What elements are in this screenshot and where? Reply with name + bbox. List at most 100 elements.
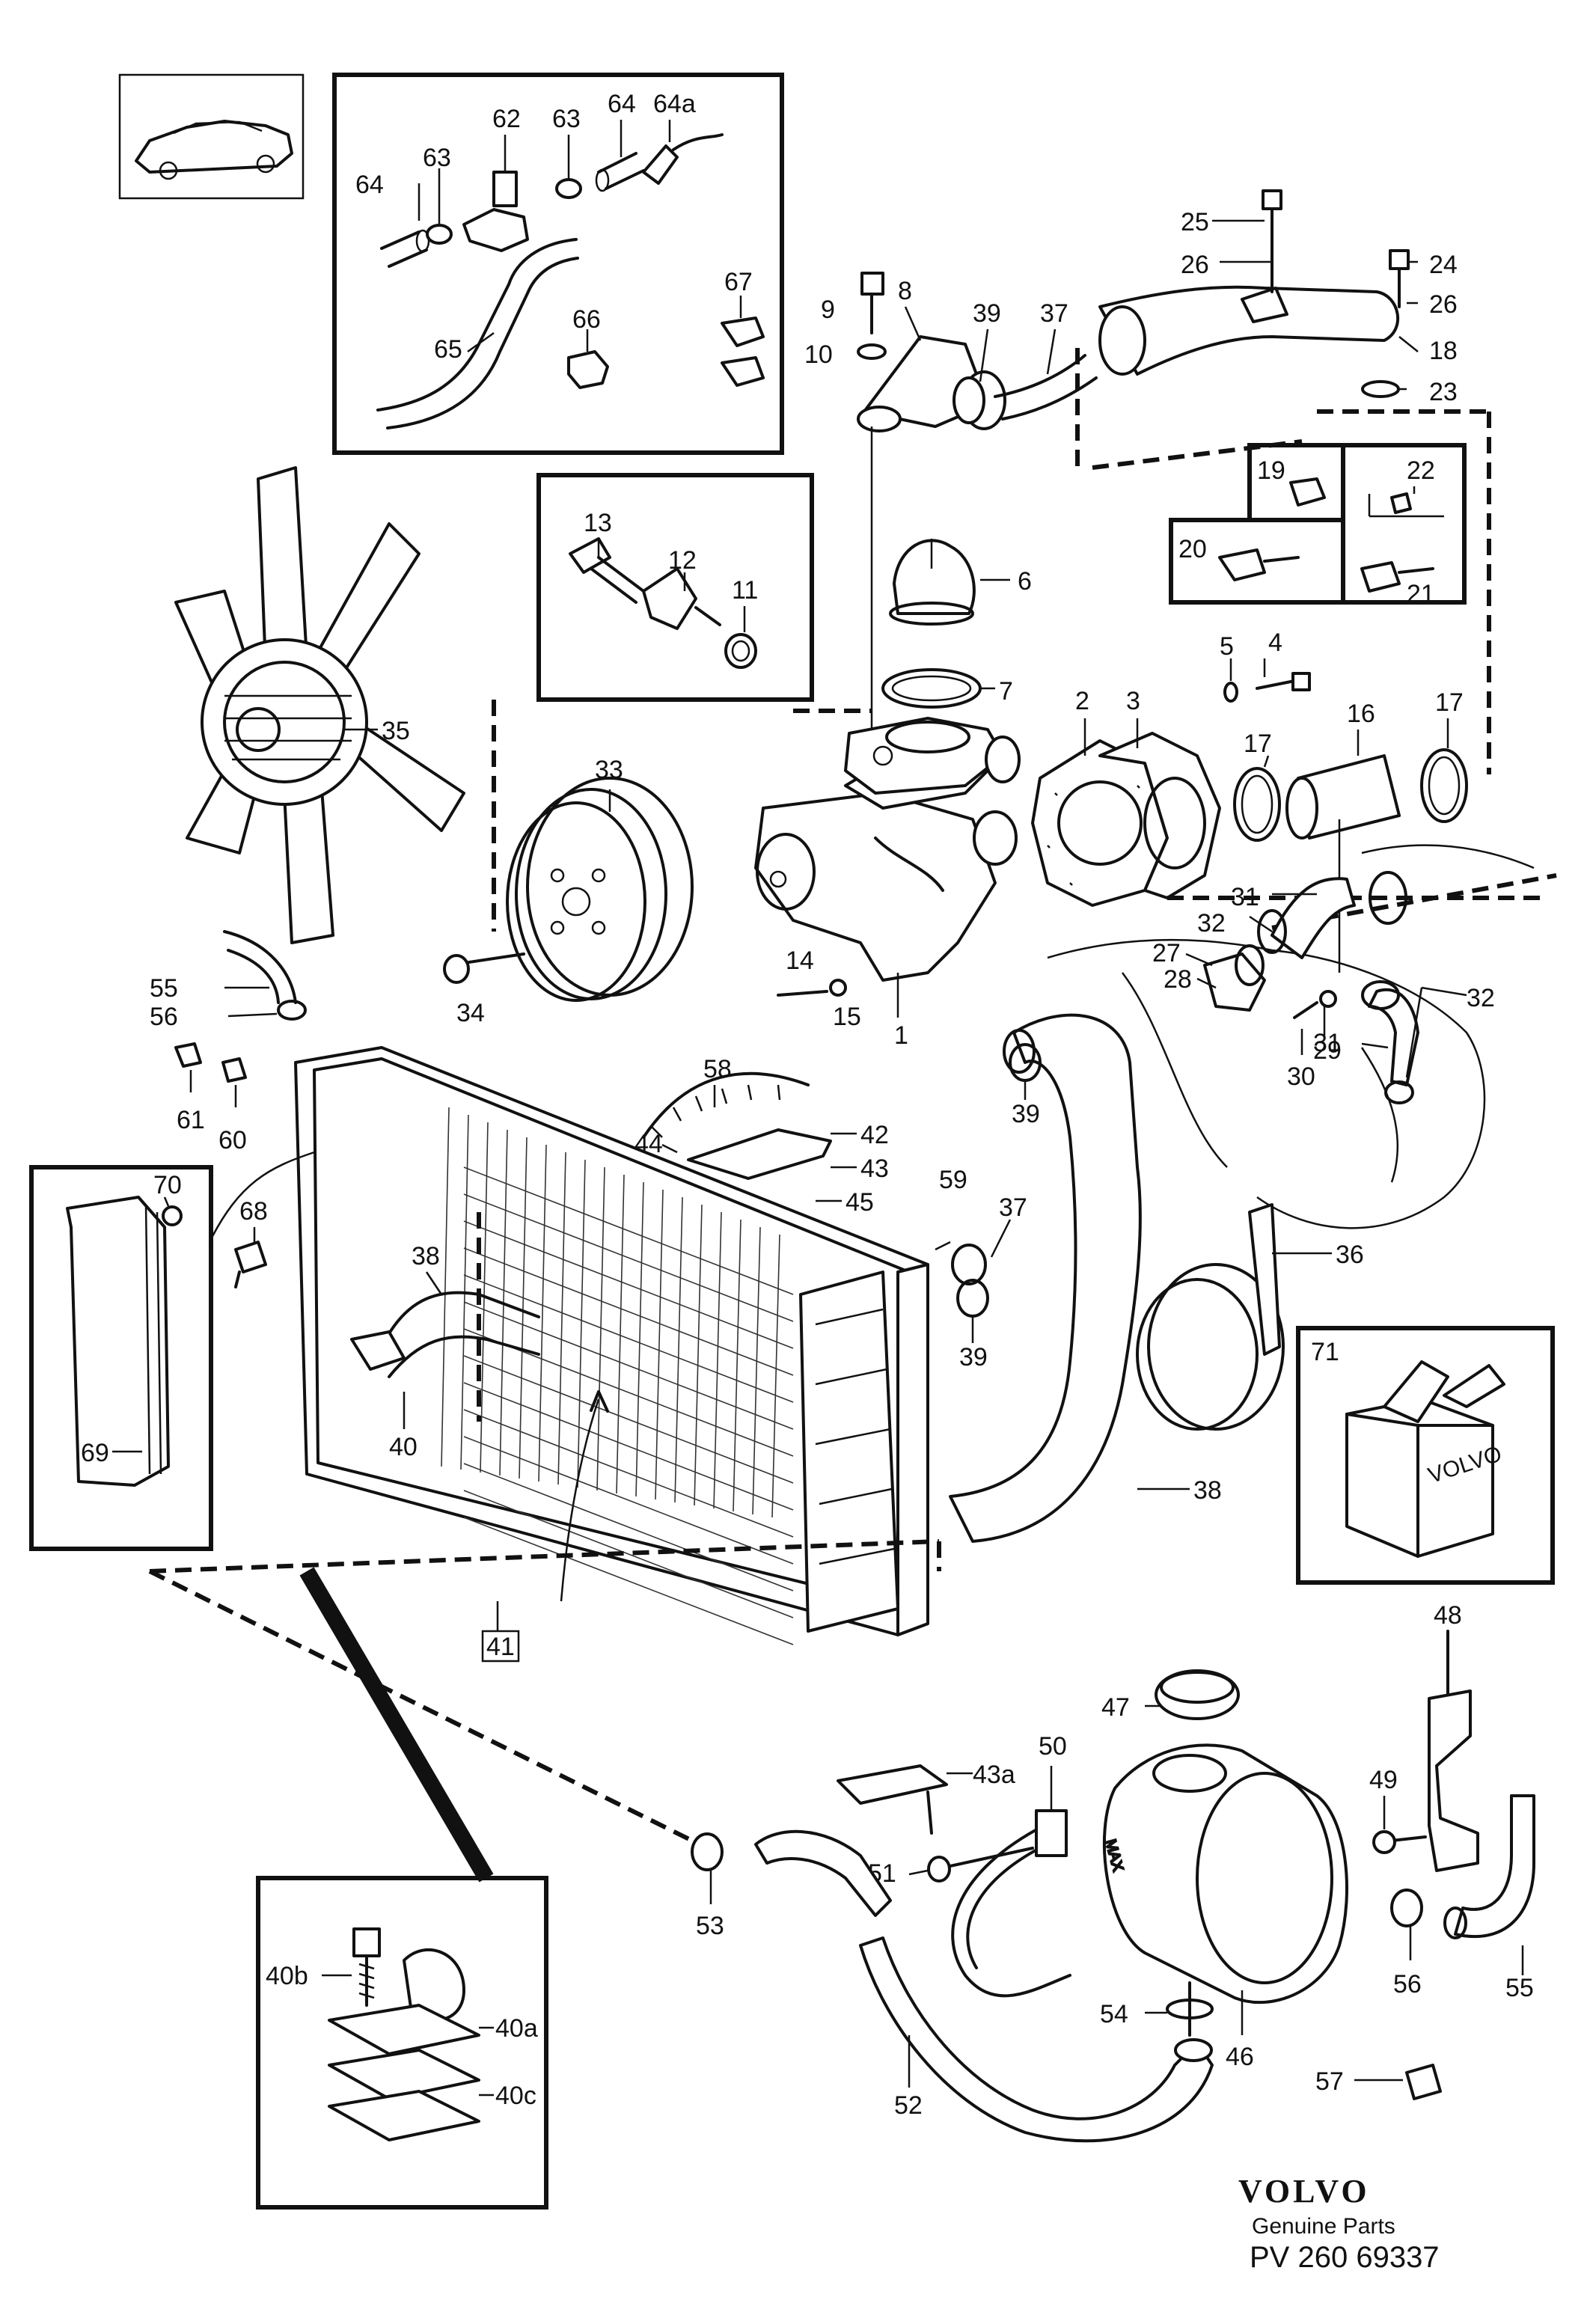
callout-63: 63 (423, 144, 451, 172)
callout-41: 41 (486, 1633, 515, 1661)
callout-1: 1 (894, 1021, 908, 1050)
lower-hose-37 (951, 1219, 1012, 1343)
footer-brand: VOLVO (1238, 2173, 1370, 2210)
callout-39: 39 (973, 299, 1001, 328)
callout-62: 62 (492, 105, 521, 133)
clip-57 (1354, 2064, 1442, 2100)
bolt-51 (908, 1847, 1034, 1883)
hose-clamp-39 (1009, 1043, 1042, 1100)
callout-20: 20 (1178, 535, 1207, 563)
callout-64: 64 (355, 171, 384, 199)
callout-41-box (481, 1630, 520, 1663)
callout-38: 38 (412, 1242, 440, 1270)
callout-2: 2 (1075, 687, 1089, 715)
clamp-53 (691, 1832, 724, 1904)
car-thumbnail (118, 73, 305, 200)
callout-55: 55 (150, 974, 178, 1003)
callout-63: 63 (552, 105, 581, 133)
clamp-56 (1390, 1889, 1423, 1960)
callout-32: 32 (1467, 984, 1495, 1012)
callout-21: 21 (1407, 580, 1435, 608)
callout-60: 60 (218, 1126, 247, 1155)
mount-pointer (299, 1567, 494, 1883)
callout-39: 39 (959, 1343, 988, 1372)
callout-35: 35 (382, 717, 410, 745)
callout-52: 52 (894, 2091, 923, 2120)
footer-reference: PV 260 69337 (1250, 2241, 1440, 2274)
callout-10: 10 (804, 340, 833, 369)
callout-26: 26 (1181, 251, 1209, 279)
callout-22: 22 (1407, 456, 1435, 485)
bypass-hose-31b (1361, 980, 1467, 1104)
callout-8: 8 (898, 277, 912, 305)
callout-38: 38 (1193, 1476, 1222, 1505)
callout-67: 67 (724, 268, 753, 296)
callout-54: 54 (1100, 2000, 1128, 2028)
inset-mount-40 (256, 1876, 548, 2210)
callout-12: 12 (668, 546, 697, 575)
callout-4: 4 (1268, 629, 1282, 657)
callout-6: 6 (1018, 567, 1032, 596)
callout-65: 65 (434, 335, 462, 364)
callout-26: 26 (1429, 290, 1458, 319)
callout-57: 57 (1315, 2067, 1344, 2096)
clamp-54 (1145, 1999, 1214, 2019)
crank-pulley (1136, 1203, 1332, 1431)
inset-heater-valve (332, 73, 784, 455)
callout-69: 69 (81, 1439, 109, 1467)
callout-40: 40 (389, 1433, 418, 1461)
callout-40b: 40b (266, 1962, 308, 1990)
radiator (294, 1046, 951, 1645)
radiator-arrow (560, 1398, 600, 1602)
callout-9: 9 (821, 296, 835, 324)
temp-sensor-61 (174, 1042, 247, 1107)
callout-56: 56 (1393, 1970, 1422, 1999)
callout-11: 11 (732, 576, 758, 605)
callout-25: 25 (1181, 208, 1209, 236)
callout-47: 47 (1101, 1693, 1130, 1722)
callout-31: 31 (1313, 1029, 1342, 1057)
pump-housing (1083, 718, 1221, 899)
coolant-box: VOLVO (1296, 1326, 1555, 1585)
overflow-hose-55 (223, 930, 307, 1021)
callout-61: 61 (177, 1106, 205, 1134)
callout-24: 24 (1429, 251, 1458, 279)
callout-66: 66 (572, 305, 601, 334)
callout-17: 17 (1244, 730, 1272, 758)
callout-19: 19 (1257, 456, 1285, 485)
callout-48: 48 (1434, 1601, 1462, 1630)
callout-49: 49 (1369, 1766, 1398, 1794)
drain-plug-68 (208, 1151, 315, 1288)
coolant-pipe-18 (1098, 189, 1419, 398)
callout-39: 39 (1012, 1100, 1040, 1128)
radiator-arrow-head (590, 1390, 609, 1413)
callout-36: 36 (1336, 1241, 1364, 1269)
hose-16 (1285, 730, 1401, 973)
seal-strip-inset (29, 1165, 213, 1551)
water-pump-pulley (443, 777, 694, 1002)
callout-30: 30 (1287, 1062, 1315, 1091)
callout-45: 45 (846, 1188, 874, 1217)
bolt-4 (1223, 658, 1311, 703)
callout-18: 18 (1429, 337, 1458, 365)
expansion-tank: MAX (1101, 1669, 1348, 2037)
callout-53: 53 (696, 1912, 724, 1940)
callout-32: 32 (1197, 909, 1226, 938)
callout-5: 5 (1220, 632, 1234, 661)
lower-bracket-43a (837, 1764, 973, 1835)
upper-dashlines (1075, 348, 1491, 774)
sensor-group (1169, 443, 1467, 605)
callout-56: 56 (150, 1003, 178, 1031)
inset-sensor (536, 473, 814, 702)
callout-28: 28 (1164, 965, 1192, 994)
radiator-hose-38 (350, 1271, 540, 1429)
callout-31: 31 (1231, 883, 1259, 911)
callout-13: 13 (584, 509, 612, 537)
lower-hose-38 (949, 1013, 1190, 1543)
hose-52 (754, 1829, 1214, 2143)
callout-58: 58 (703, 1055, 732, 1083)
callout-59: 59 (939, 1166, 967, 1194)
callout-23: 23 (1429, 378, 1458, 406)
callout-16: 16 (1347, 700, 1375, 728)
